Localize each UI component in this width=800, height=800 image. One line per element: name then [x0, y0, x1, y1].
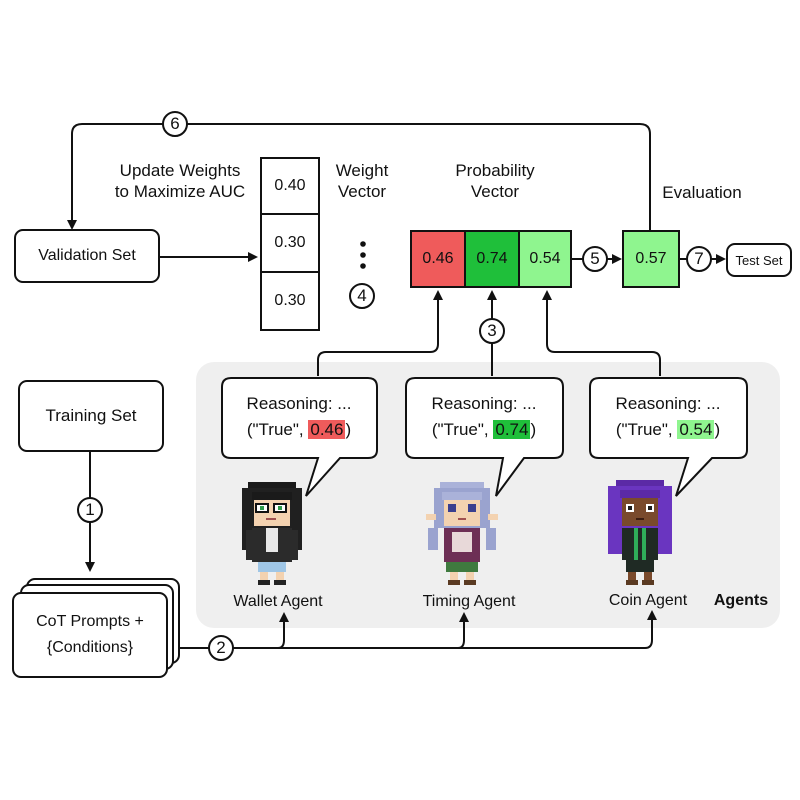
agents-group-label: Agents	[713, 592, 769, 609]
step-1-marker: 1	[77, 497, 103, 523]
arrow-coin-to-prob	[542, 290, 661, 376]
timing-agent-avatar	[426, 482, 498, 585]
ellipsis-dot	[360, 263, 366, 269]
wallet-probability-highlight: 0.46	[308, 419, 346, 439]
wallet-agent-name: Wallet Agent	[233, 593, 323, 610]
evaluation-score-box: 0.57	[622, 230, 680, 288]
weight-vector-label: Weight Vector	[335, 161, 389, 202]
training-set-box: Training Set	[18, 380, 164, 452]
cot-prompts-line1: CoT Prompts +	[36, 613, 144, 631]
probability-vector-label: Probability Vector	[455, 161, 535, 202]
arrow-cot-to-timing	[457, 612, 469, 649]
arrow-evaluation-to-validation	[67, 123, 651, 232]
update-weights-label: Update Weights to Maximize AUC	[114, 161, 246, 202]
step-4-marker: 4	[349, 283, 375, 309]
arrow-wallet-to-prob	[317, 290, 443, 376]
coin-agent-avatar	[608, 480, 672, 585]
validation-set-box: Validation Set	[14, 229, 160, 283]
timing-agent-name: Timing Agent	[422, 593, 516, 610]
step-2-marker: 2	[208, 635, 234, 661]
evaluation-label: Evaluation	[662, 183, 742, 202]
probability-cell-timing: 0.74	[464, 230, 520, 288]
coin-speech-bubble	[589, 377, 748, 497]
arrow-cot-to-coin	[178, 610, 657, 649]
cot-prompts-box: CoT Prompts + {Conditions}	[12, 592, 168, 678]
probability-cell-wallet: 0.46	[410, 230, 466, 288]
wallet-bubble-text: Reasoning: ... ("True", 0.46)	[246, 394, 352, 439]
coin-bubble-text: Reasoning: ... ("True", 0.54)	[615, 394, 721, 439]
step-7-marker: 7	[686, 246, 712, 272]
probability-cell-coin: 0.54	[518, 230, 572, 288]
timing-speech-bubble	[405, 377, 564, 497]
weight-cell: 0.30	[260, 213, 320, 273]
coin-agent-name: Coin Agent	[608, 592, 688, 609]
timing-bubble-text: Reasoning: ... ("True", 0.74)	[431, 394, 537, 439]
arrow-cot-to-wallet	[277, 612, 289, 649]
weight-cell: 0.30	[260, 271, 320, 331]
wallet-speech-bubble	[221, 377, 378, 497]
wallet-agent-avatar	[242, 482, 302, 585]
test-set-box: Test Set	[726, 243, 792, 277]
step-6-marker: 6	[162, 111, 188, 137]
timing-probability-highlight: 0.74	[493, 419, 531, 439]
weight-cell: 0.40	[260, 157, 320, 215]
cot-prompts-line2: {Conditions}	[46, 639, 134, 656]
step-5-marker: 5	[582, 246, 608, 272]
step-3-marker: 3	[479, 318, 505, 344]
coin-probability-highlight: 0.54	[677, 419, 715, 439]
ellipsis-dot	[360, 252, 366, 258]
ellipsis-dot	[360, 241, 366, 247]
